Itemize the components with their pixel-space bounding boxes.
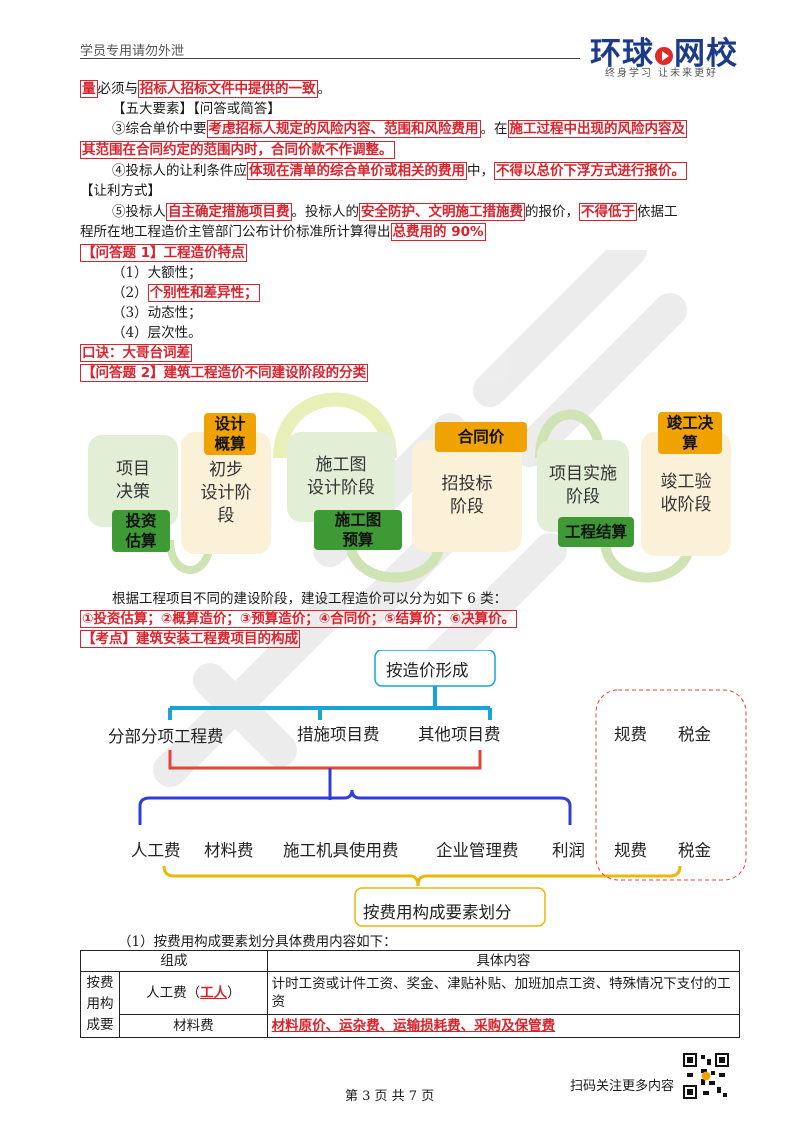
- body-text: ③综合单价中要: [112, 121, 207, 137]
- mnemonic: 口诀：大哥台词差: [80, 344, 192, 363]
- body-text: 。在: [480, 121, 508, 137]
- paragraph-line-8: 程所在地工程造价主管部门公布计价标准所计算得出总费用的 90%: [80, 223, 486, 242]
- highlight-text: 招标人招标文件中提供的一致: [138, 80, 318, 98]
- cost-element-management: 企业管理费: [436, 841, 519, 860]
- body-text: 的报价，: [525, 204, 579, 220]
- list-item: （1）大额性；: [112, 265, 202, 281]
- table-intro: （1）按费用构成要素划分具体费用内容如下：: [118, 934, 397, 950]
- body-text: （2）: [112, 285, 148, 301]
- list-item: （3）动态性；: [112, 305, 202, 321]
- body-text: 。: [317, 81, 332, 97]
- tag-contract-price: 合同价: [435, 422, 527, 452]
- cost-item-sub-item: 分部分项工程费: [108, 727, 224, 746]
- cost-table: 组成 具体内容 按费 用构 成要 人工费（工人） 计时工资或计件工资、奖金、津贴…: [80, 950, 741, 1039]
- highlight-text: 材料原价、运杂费、运输损耗费、采购及保管费: [271, 1017, 556, 1034]
- highlight-text: 个别性和差异性；: [147, 284, 260, 302]
- cost-element-material: 材料费: [204, 841, 254, 860]
- cost-element-profit: 利润: [552, 841, 585, 860]
- paragraph-line-6: 【让利方式】: [80, 183, 161, 199]
- question-1-title: 【问答题 1】工程造价特点: [80, 244, 247, 263]
- table-group-cell: 按费 用构 成要: [80, 971, 120, 1038]
- highlight-text: ①投资估算；②概算造价；③预算造价；④合同价；⑤结算价；⑥决算价。: [80, 610, 518, 628]
- cost-item-measure: 措施项目费: [297, 725, 380, 744]
- kaodian-title: 【考点】建筑安装工程费项目的构成: [80, 630, 300, 649]
- table-row: 材料费 材料原价、运杂费、运输损耗费、采购及保管费: [81, 1013, 741, 1039]
- highlight-text: 【问答题 1】工程造价特点: [80, 244, 247, 262]
- page-number: 第 3 页 共 7 页: [345, 1089, 435, 1104]
- body-text: ⑤投标人: [112, 204, 166, 220]
- body-text: 程所在地工程造价主管部门公布计价标准所计算得出: [80, 224, 391, 240]
- logo-slogan: 终身学习 让未来更好: [605, 68, 719, 79]
- highlight-text: 其范围在合同约定的范围内时，合同价款不作调整。: [80, 141, 395, 159]
- highlight-text: 【考点】建筑安装工程费项目的构成: [80, 630, 300, 648]
- cost-item-fees-2: 规费: [614, 841, 647, 860]
- qr-code-icon[interactable]: [683, 1053, 729, 1099]
- body-text: 必须与: [97, 81, 139, 97]
- play-icon: [655, 46, 673, 65]
- stage-construction-drawing: 施工图 设计阶段: [287, 432, 395, 522]
- logo-text-a: 环球: [590, 36, 654, 72]
- header-notice: 学员专用请勿外泄: [80, 44, 185, 59]
- highlight-text: 不得以总价下浮方式进行报价。: [494, 162, 687, 180]
- highlight-text: 施工过程中出现的风险内容及: [507, 120, 687, 138]
- tag-settlement: 工程结算: [558, 517, 634, 547]
- cost-element-machinery: 施工机具使用费: [283, 841, 399, 860]
- table-cell-name: 人工费（工人）: [119, 971, 268, 1015]
- body-text: 依据工: [637, 204, 678, 220]
- paragraph-line-4: 其范围在合同约定的范围内时，合同价款不作调整。: [80, 141, 395, 160]
- question-2-title: 【问答题 2】建筑工程造价不同建设阶段的分类: [80, 364, 369, 383]
- cell-text: ）: [227, 984, 241, 1001]
- tag-construction-budget: 施工图 预算: [314, 510, 402, 550]
- paragraph-line-5: ④投标人的让利条件应体现在清单的综合单价或相关的费用中，不得以总价下浮方式进行报…: [112, 162, 687, 181]
- body-text: 。投标人的: [291, 204, 360, 220]
- body-text: ④投标人的让利条件应: [112, 163, 247, 179]
- scan-prompt: 扫码关注更多内容: [570, 1079, 675, 1094]
- tag-final-account: 竣工决 算: [658, 412, 722, 454]
- table-cell-content: 计时工资或计件工资、奖金、津贴补贴、加班加点工资、特殊情况下支付的工资: [266, 971, 741, 1015]
- cost-item-other: 其他项目费: [418, 725, 501, 744]
- table-header-content: 具体内容: [266, 950, 741, 972]
- table-cell-content: 材料原价、运杂费、运输损耗费、采购及保管费: [266, 1013, 741, 1039]
- highlight-text: 口诀：大哥台词差: [80, 344, 192, 362]
- logo-text-b: 网校: [674, 36, 738, 72]
- table-row: 按费 用构 成要 人工费（工人） 计时工资或计件工资、奖金、津贴补贴、加班加点工…: [80, 971, 741, 1038]
- tag-investment-estimate: 投资 估算: [112, 510, 170, 552]
- highlight-text: 考虑招标人规定的风险内容、范围和风险费用: [206, 120, 481, 138]
- paragraph-line-1: 量必须与招标人招标文件中提供的一致。: [80, 80, 331, 99]
- paragraph-line-3: ③综合单价中要考虑招标人规定的风险内容、范围和风险费用。在施工过程中出现的风险内…: [112, 120, 687, 139]
- highlight-text: 总费用的 90%: [390, 223, 486, 241]
- cost-structure-diagram: [138, 650, 747, 927]
- stage-project-implementation: 项目实施 阶段: [537, 440, 629, 532]
- highlight-text: 工人: [200, 984, 228, 1001]
- paragraph-line-2: 【五大要素】【问答或简答】: [112, 101, 281, 117]
- cost-item-fees-1: 规费: [614, 725, 647, 744]
- cost-diagram-top: 按造价形成: [386, 661, 469, 680]
- body-text: 中，: [467, 163, 494, 179]
- highlight-text: 安全防护、文明施工措施费: [359, 203, 525, 221]
- paragraph-after-diagram: 根据工程项目不同的建设阶段，建设工程造价可以分为如下 6 类：: [112, 591, 508, 607]
- paragraph-line-7: ⑤投标人自主确定措施项目费。投标人的安全防护、文明施工措施费的报价，不得低于依据…: [112, 203, 678, 222]
- cell-text: 人工费（: [146, 984, 201, 1001]
- table-cell-name: 材料费: [119, 1013, 268, 1039]
- cost-item-tax-2: 税金: [678, 841, 711, 860]
- stage-bidding: 招投标 阶段: [412, 440, 522, 552]
- cost-element-labor: 人工费: [131, 841, 181, 860]
- cost-item-tax-1: 税金: [678, 725, 711, 744]
- highlight-text: 自主确定措施项目费: [166, 203, 292, 221]
- cost-diagram-bottom: 按费用构成要素划分: [363, 903, 512, 922]
- brand-logo: 环球网校: [590, 28, 738, 73]
- six-types: ①投资估算；②概算造价；③预算造价；④合同价；⑤结算价；⑥决算价。: [80, 610, 518, 629]
- table-header-row: 组成 具体内容: [80, 950, 741, 972]
- list-item: （2）个别性和差异性；: [112, 284, 260, 303]
- header-divider: [80, 58, 580, 59]
- table-header-composition: 组成: [80, 950, 268, 972]
- highlight-text: 不得低于: [579, 203, 637, 221]
- highlight-text: 体现在清单的综合单价或相关的费用: [247, 162, 467, 180]
- tag-design-estimate: 设计 概算: [204, 413, 256, 455]
- highlight-text: 【问答题 2】建筑工程造价不同建设阶段的分类: [80, 364, 369, 382]
- list-item: （4）层次性。: [112, 325, 202, 341]
- highlight-text: 量: [80, 80, 98, 98]
